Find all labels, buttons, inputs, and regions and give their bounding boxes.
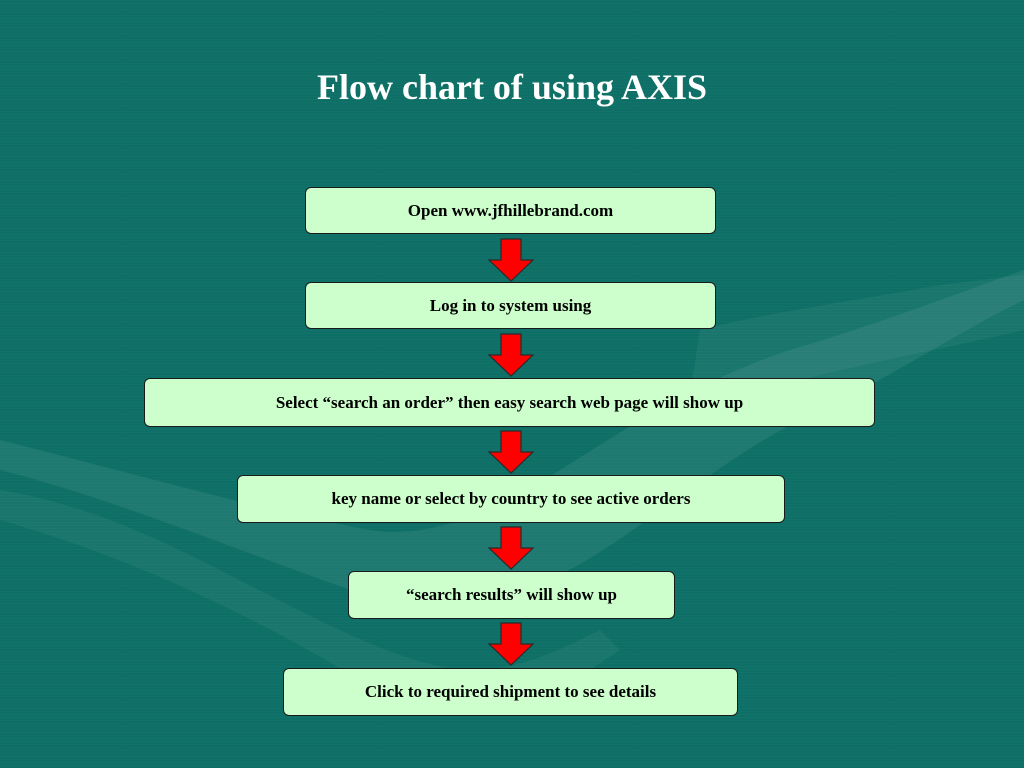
flow-step-log-in: Log in to system using	[305, 282, 716, 329]
flow-step-label: Select “search an order” then easy searc…	[275, 392, 744, 412]
down-arrow-icon	[488, 526, 534, 570]
down-arrow-icon	[488, 333, 534, 377]
down-arrow-icon	[488, 622, 534, 666]
flow-step-label: Click to required shipment to see detail…	[364, 682, 657, 701]
flow-step-click-shipment: Click to required shipment to see detail…	[283, 668, 738, 716]
flow-step-label: key name or select by country to see act…	[331, 489, 691, 508]
down-arrow-icon	[488, 238, 534, 282]
flow-step-label: Log in to system using	[429, 295, 592, 315]
flow-step-open-website: Open www.jfhillebrand.com	[305, 187, 716, 234]
flow-step-search-results: “search results” will show up	[348, 571, 675, 619]
flow-step-select-search-order: Select “search an order” then easy searc…	[144, 378, 875, 427]
down-arrow-icon	[488, 430, 534, 474]
flow-step-label: “search results” will show up	[406, 585, 617, 604]
flow-step-key-name-or-country: key name or select by country to see act…	[237, 475, 785, 523]
flow-step-label: Open www.jfhillebrand.com	[407, 200, 614, 220]
page-title: Flow chart of using AXIS	[316, 67, 708, 107]
